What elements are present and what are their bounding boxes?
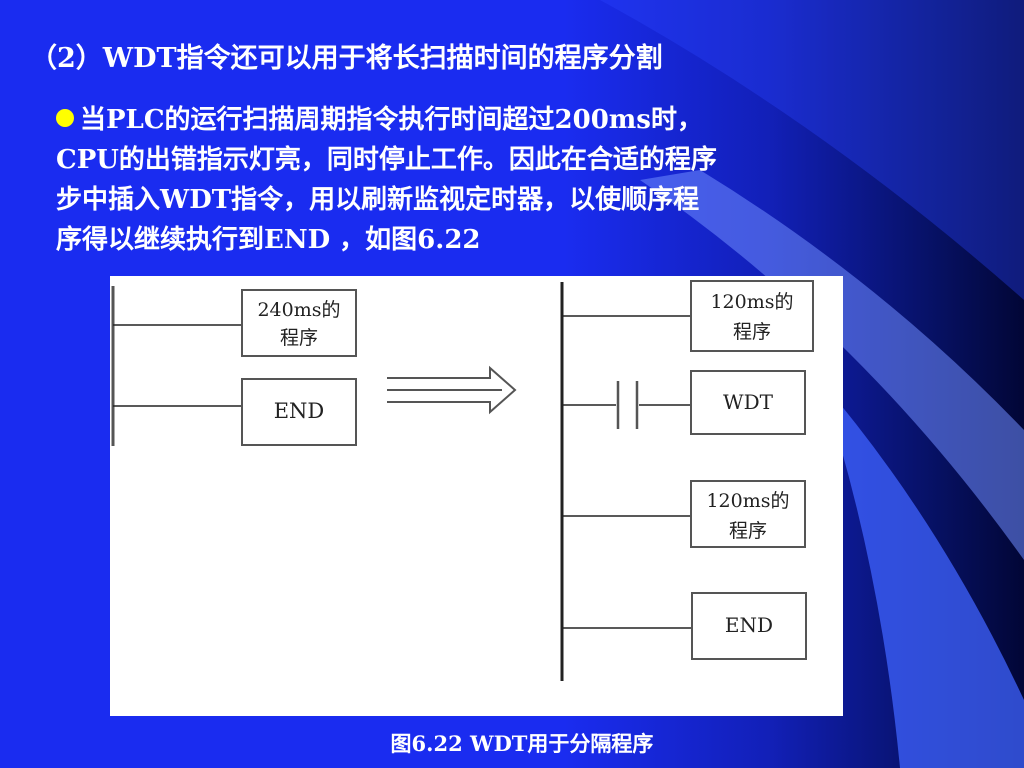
bullet-paragraph: 当PLC的运行扫描周期指令执行时间超过200ms时， CPU的出错指示灯亮，同时… [56, 100, 936, 260]
right-program-box-1 [690, 280, 814, 352]
right-program-box-2 [690, 480, 806, 548]
left-program-box-line1: 240ms的 [257, 299, 340, 321]
right-program-box-1-line2: 程序 [733, 321, 771, 343]
bullet-line-4: 序得以继续执行到END ，如图6.22 [56, 225, 481, 255]
figure-caption: 图6.22 WDT用于分隔程序 [390, 731, 654, 756]
slide-title: （2）WDT指令还可以用于将长扫描时间的程序分割 [30, 43, 663, 74]
right-program-box-2-line2: 程序 [729, 520, 767, 542]
bullet-line-1: 当PLC的运行扫描周期指令执行时间超过200ms时， [56, 100, 936, 140]
right-end-box-label: END [725, 613, 773, 637]
transform-arrow-icon [387, 365, 517, 415]
right-end-box [691, 592, 807, 660]
right-wdt-box [690, 370, 806, 435]
bullet-line-1-text: 当PLC的运行扫描周期指令执行时间超过200ms时， [80, 105, 703, 135]
left-program-box-line2: 程序 [280, 327, 318, 349]
right-wdt-box-label: WDT [723, 390, 774, 414]
right-program-box-2-line1: 120ms的 [706, 490, 789, 512]
bullet-line-3: 步中插入WDT指令，用以刷新监视定时器，以使顺序程 [56, 185, 700, 215]
bullet-dot-icon [56, 109, 74, 127]
bullet-line-2: CPU的出错指示灯亮，同时停止工作。因此在合适的程序 [56, 145, 717, 175]
ladder-diagram-figure: 240ms的 程序 END 120ms的 程序 WDT 120ms的 程序 EN… [110, 276, 843, 716]
ladder-diagram: 240ms的 程序 END 120ms的 程序 WDT 120ms的 程序 EN… [111, 280, 814, 681]
left-end-box-label: END [274, 399, 325, 423]
left-end-box [241, 378, 357, 446]
left-program-box [241, 289, 357, 357]
right-program-box-1-line1: 120ms的 [710, 291, 793, 313]
